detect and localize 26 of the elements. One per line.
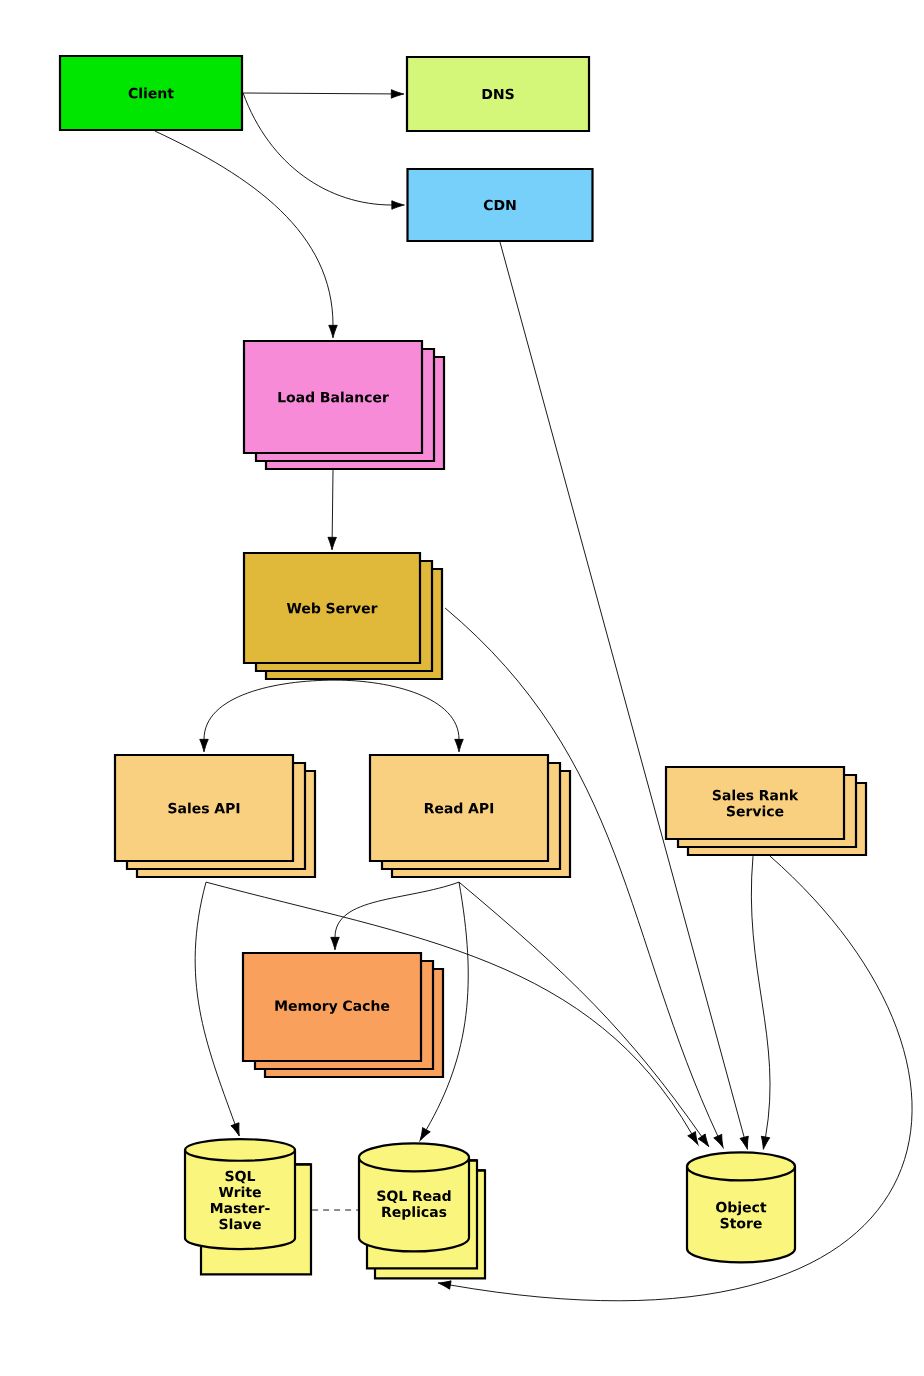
database-cylinder: Object Store [685, 1151, 797, 1264]
connector-line [311, 1209, 359, 1211]
arrow [330, 881, 460, 951]
arrow [419, 881, 469, 1141]
process-box: Client [58, 54, 244, 132]
arrow [334, 679, 464, 753]
arrow [154, 130, 338, 339]
arrow [444, 607, 724, 1148]
arrow [242, 89, 405, 99]
arrow [199, 679, 336, 753]
arrow [205, 881, 699, 1145]
process-box: DNS [405, 55, 591, 133]
process-box: CDN [406, 167, 594, 243]
arrow [458, 881, 710, 1148]
stacked-box: Sales Rank Service [664, 765, 868, 857]
arrow [242, 92, 405, 210]
arrow [194, 881, 240, 1137]
arrow [751, 855, 771, 1150]
stacked-box: Web Server [242, 551, 444, 681]
arrow [437, 855, 912, 1300]
arrow [327, 469, 337, 551]
arrow [499, 241, 749, 1150]
stacked-box: Sales API [113, 753, 317, 879]
stacked-box: Read API [368, 753, 572, 879]
stacked-box: Load Balancer [242, 339, 446, 471]
stacked-box: Memory Cache [241, 951, 445, 1079]
